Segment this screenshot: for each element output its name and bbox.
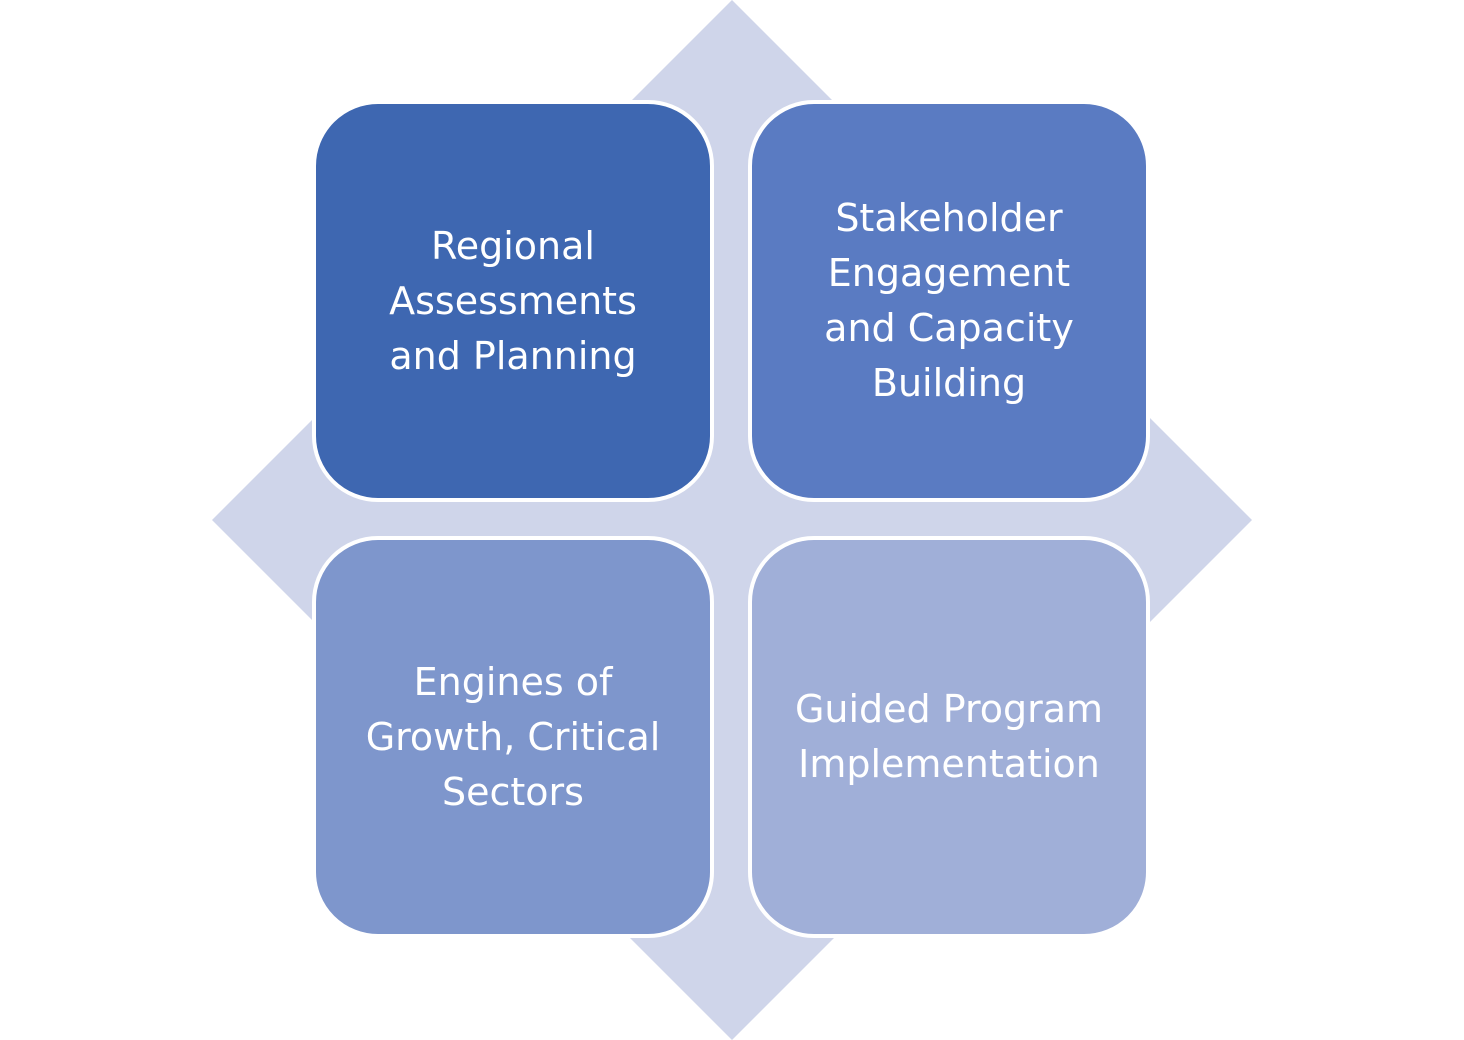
- quadrant-label: Regional Assessments and Planning: [389, 223, 637, 378]
- quadrant-label: Guided Program Implementation: [794, 687, 1104, 786]
- quadrant-engines-of-growth: Engines of Growth, Critical Sectors: [312, 536, 714, 938]
- quadrant-regional-assessments: Regional Assessments and Planning: [312, 100, 714, 502]
- quadrant-stakeholder-engagement: Stakeholder Engagement and Capacity Buil…: [748, 100, 1150, 502]
- quadrant-label: Engines of Growth, Critical Sectors: [365, 659, 661, 814]
- quadrant-label: Stakeholder Engagement and Capacity Buil…: [824, 196, 1074, 405]
- quadrant-guided-program: Guided Program Implementation: [748, 536, 1150, 938]
